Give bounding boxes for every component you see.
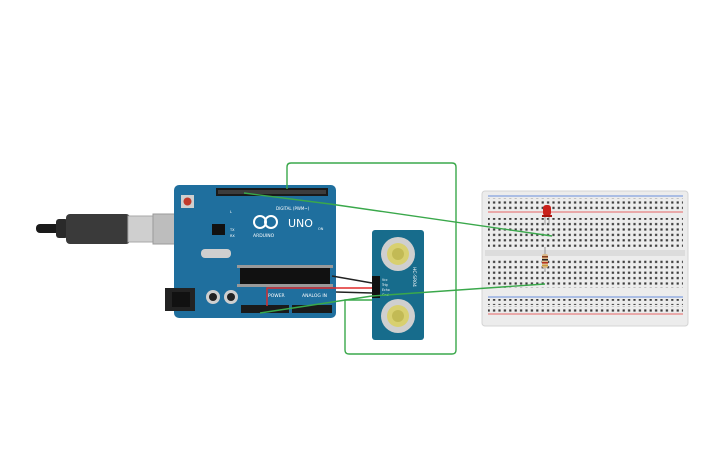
sensor-transducer-top [381,237,415,271]
board-brand-label: ARDUINO [253,233,275,239]
wires [243,162,553,355]
power-jack-icon[interactable] [165,288,195,311]
wire-black-gnd[interactable] [335,291,373,294]
analog-header-label: ANALOG IN [302,293,327,299]
power-header-label: POWER [268,293,285,299]
led-icon[interactable] [542,205,552,225]
reset-button-icon[interactable] [181,195,194,208]
arduino-logo-icon [253,215,278,229]
rx-led-label: RX [230,234,235,238]
tx-led-label: TX [229,228,235,232]
wire-red-vcc[interactable] [266,287,372,306]
wire-green-led[interactable] [243,192,553,237]
usb-cable-icon[interactable] [36,213,184,245]
sensor-model-label: HC-SR04 [411,267,417,287]
wire-black-trig[interactable] [331,275,373,284]
on-led-label: ON [318,227,324,231]
digital-header-label: DIGITAL (PWM~) [276,206,310,211]
l-led-label: L [230,210,232,214]
resistor-icon[interactable] [542,247,548,272]
wire-green-gnd[interactable] [259,283,546,314]
ultrasonic-sensor[interactable]: HC-SR04 Vcc Trig Echo Gnd [372,230,424,340]
sensor-pin-label: Echo [382,288,390,292]
wire-green-loop[interactable] [286,162,457,355]
breadboard[interactable] [481,190,689,327]
sensor-pin-label: Trig [381,283,388,287]
arduino-uno-board[interactable]: UNO ARDUINO DIGITAL (PWM~) POWER ANALOG … [165,185,336,318]
sensor-pin-label: Vcc [382,278,388,282]
board-model-label: UNO [288,217,313,230]
sensor-transducer-bottom [381,299,415,333]
